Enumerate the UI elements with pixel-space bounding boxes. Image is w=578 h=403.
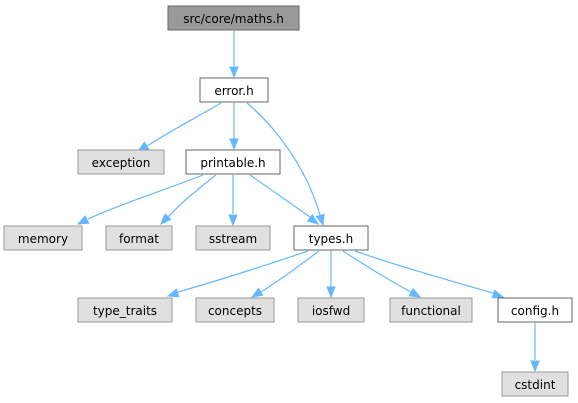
arrowhead-icon bbox=[306, 213, 320, 225]
arrowhead-icon bbox=[408, 287, 422, 298]
edge-line bbox=[177, 250, 309, 293]
arrowhead-icon bbox=[166, 288, 180, 298]
edge-types-to-functional bbox=[342, 250, 422, 298]
node-box bbox=[501, 371, 569, 397]
node-box bbox=[77, 149, 165, 175]
node-box bbox=[195, 225, 271, 251]
arrowhead-icon bbox=[76, 215, 90, 225]
node-box bbox=[3, 225, 83, 251]
node-label: error.h bbox=[214, 84, 253, 98]
edge-line bbox=[146, 102, 222, 147]
node-concepts: concepts bbox=[195, 297, 275, 323]
node-functional: functional bbox=[389, 297, 473, 323]
arrowhead-icon bbox=[491, 289, 505, 299]
edge-types-to-concepts bbox=[250, 250, 320, 298]
edge-line bbox=[87, 174, 204, 220]
node-box bbox=[199, 77, 269, 103]
edge-line bbox=[246, 102, 321, 216]
node-label: functional bbox=[401, 304, 461, 318]
edge-types-to-iosfwd bbox=[326, 251, 336, 299]
node-box bbox=[297, 297, 365, 323]
node-iosfwd: iosfwd bbox=[297, 297, 365, 323]
arrowhead-icon bbox=[315, 213, 325, 227]
arrowhead-icon bbox=[160, 213, 172, 225]
edge-line bbox=[260, 250, 320, 293]
node-type-traits: type_traits bbox=[77, 297, 173, 323]
edge-printable-to-types bbox=[249, 174, 320, 225]
edge-line bbox=[167, 174, 217, 218]
edge-maths-to-error bbox=[229, 31, 239, 79]
node-label: concepts bbox=[208, 304, 262, 318]
node-config[interactable]: config.h bbox=[497, 297, 573, 323]
node-label: config.h bbox=[511, 304, 559, 318]
node-maths[interactable]: src/core/maths.h bbox=[167, 5, 300, 31]
node-label: src/core/maths.h bbox=[183, 12, 284, 26]
edge-error-to-printable bbox=[229, 103, 239, 151]
node-cstdint: cstdint bbox=[501, 371, 569, 397]
arrowhead-icon bbox=[326, 286, 336, 299]
arrowhead-icon bbox=[530, 360, 540, 373]
node-label: sstream bbox=[209, 232, 257, 246]
node-label: iosfwd bbox=[312, 304, 350, 318]
edge-printable-to-memory bbox=[76, 174, 204, 225]
node-box bbox=[167, 5, 300, 31]
node-exception: exception bbox=[77, 149, 165, 175]
node-label: cstdint bbox=[515, 378, 556, 392]
node-label: format bbox=[119, 232, 159, 246]
edge-types-to-type_traits bbox=[166, 250, 309, 298]
node-label: types.h bbox=[309, 232, 353, 246]
arrowhead-icon bbox=[250, 287, 264, 298]
node-printable[interactable]: printable.h bbox=[185, 149, 281, 175]
node-box bbox=[195, 297, 275, 323]
node-types[interactable]: types.h bbox=[293, 225, 369, 251]
node-box bbox=[77, 297, 173, 323]
edge-error-to-types bbox=[246, 102, 325, 227]
edge-line bbox=[342, 250, 412, 293]
node-sstream: sstream bbox=[195, 225, 271, 251]
node-label: type_traits bbox=[93, 304, 157, 318]
edge-printable-to-sstream bbox=[228, 175, 238, 227]
arrowhead-icon bbox=[229, 66, 239, 79]
node-box bbox=[293, 225, 369, 251]
node-label: printable.h bbox=[200, 156, 265, 170]
edge-config-to-cstdint bbox=[530, 323, 540, 373]
edge-types-to-config bbox=[354, 250, 505, 299]
node-error[interactable]: error.h bbox=[199, 77, 269, 103]
edge-printable-to-format bbox=[160, 174, 217, 225]
node-format: format bbox=[105, 225, 173, 251]
node-label: memory bbox=[18, 232, 68, 246]
arrowhead-icon bbox=[229, 138, 239, 151]
arrowhead-icon bbox=[228, 214, 238, 227]
edge-line bbox=[249, 174, 311, 218]
node-label: exception bbox=[92, 156, 151, 170]
edge-error-to-exception bbox=[136, 102, 222, 152]
graph-edges bbox=[76, 31, 540, 373]
node-box bbox=[185, 149, 281, 175]
node-memory: memory bbox=[3, 225, 83, 251]
node-box bbox=[389, 297, 473, 323]
node-box bbox=[105, 225, 173, 251]
graph-nodes: src/core/maths.h error.h exception printabl… bbox=[3, 5, 573, 397]
node-box bbox=[497, 297, 573, 323]
edge-line bbox=[354, 250, 494, 294]
